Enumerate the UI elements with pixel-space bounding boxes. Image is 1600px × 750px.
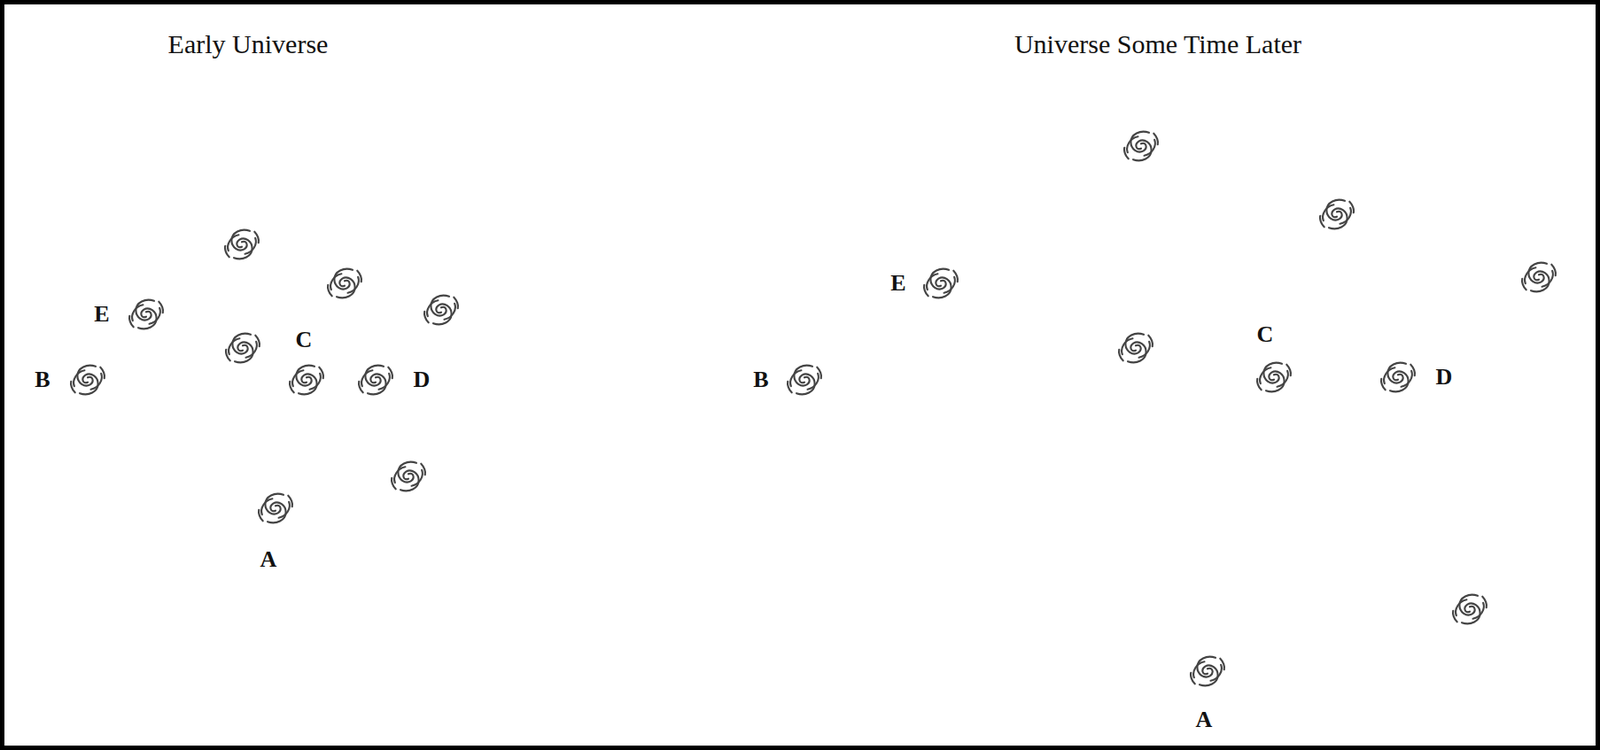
panel-title: Early Universe (168, 31, 329, 58)
background (4, 4, 1596, 746)
galaxies-early (70, 230, 459, 524)
galaxy-label: A (260, 548, 278, 572)
panel-title: Universe Some Time Later (1014, 31, 1302, 58)
galaxy-label: D (1436, 365, 1453, 389)
galaxies-later (787, 132, 1556, 687)
galaxy-label: C (1257, 323, 1274, 347)
galaxy-label: D (413, 368, 431, 392)
galaxy-label: B (34, 368, 50, 392)
galaxy-label: E (890, 271, 906, 296)
galaxy-label: A (1196, 708, 1213, 732)
galaxy-label: E (93, 302, 109, 327)
galaxy-label: C (295, 328, 313, 352)
galaxy-label: B (753, 368, 769, 392)
